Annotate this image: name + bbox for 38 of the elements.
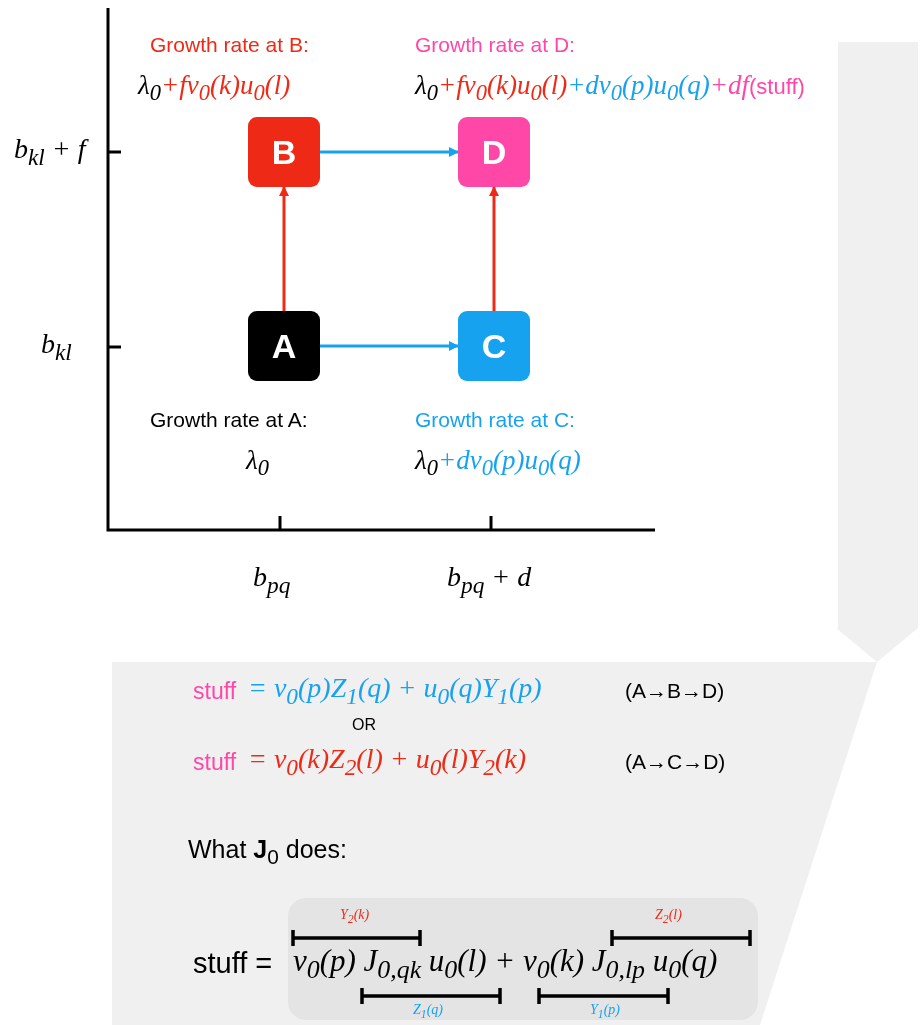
formula-text: +dv$_{0}$(p)u$_{0}$(q) [567,70,710,107]
axis-tick-label: b$_{pq}$ + d [447,562,532,599]
formula-text: v$_{0}$(p) J$_{0,qk}$ u$_{0}$(l) + v$_{0}$(k) J$_{0,lp}$ u$_{0}$(q) [293,944,718,985]
formula-text: +fv$_{0}$(k)u$_{0}$(l) [160,70,291,107]
axis-tick-label: b$_{pq}$ [253,562,291,599]
bracket-label: Z$_{1}$(q) [413,1002,443,1022]
note-text: OR [352,716,376,734]
formula-text: λ$_{0}$ [415,70,438,107]
formula-text: stuff [193,750,237,776]
formula-text: +dv$_{0}$(p)u$_{0}$(q) [437,445,581,482]
bracket-label: Y$_{1}$(p) [590,1002,620,1022]
formula-text: = v$_{0}$(k)Z$_{2}$(l) + u$_{0}$(l)Y$_{2}$(k) [248,744,527,781]
bracket-label: Z$_{2}$(l) [655,907,682,927]
formula-text: +df [709,70,750,101]
formula-text: λ$_{0}$ [246,445,269,482]
bracket-label: Y$_{2}$(k) [340,907,370,927]
formula-text: λ$_{0}$ [138,70,161,107]
formula-text: stuff = [193,948,273,980]
axis-tick-label: b$_{kl}$ [41,329,72,366]
formula-text: λ$_{0}$ [415,445,438,482]
arrow [320,341,459,351]
arrow [320,147,459,157]
formula-text: +fv$_{0}$(k)u$_{0}$(l) [437,70,568,107]
arrow [279,186,289,311]
heading-text: Growth rate at C: [415,408,575,432]
arrow [489,186,499,311]
node-box: A [248,311,320,381]
node-box: C [458,311,530,381]
heading-text: Growth rate at D: [415,33,575,57]
path-label: (A→C→D) [625,750,726,774]
node-box: D [458,117,530,187]
path-label: (A→B→D) [625,679,725,703]
heading-text: Growth rate at B: [150,33,309,57]
formula-text: = v$_{0}$(p)Z$_{1}$(q) + u$_{0}$(q)Y$_{1}$(p) [248,673,542,710]
formula-text: stuff [193,679,237,705]
heading-text: Growth rate at A: [150,408,308,432]
node-box: B [248,117,320,187]
heading-text: What J$_{0}$ does: [188,836,347,869]
